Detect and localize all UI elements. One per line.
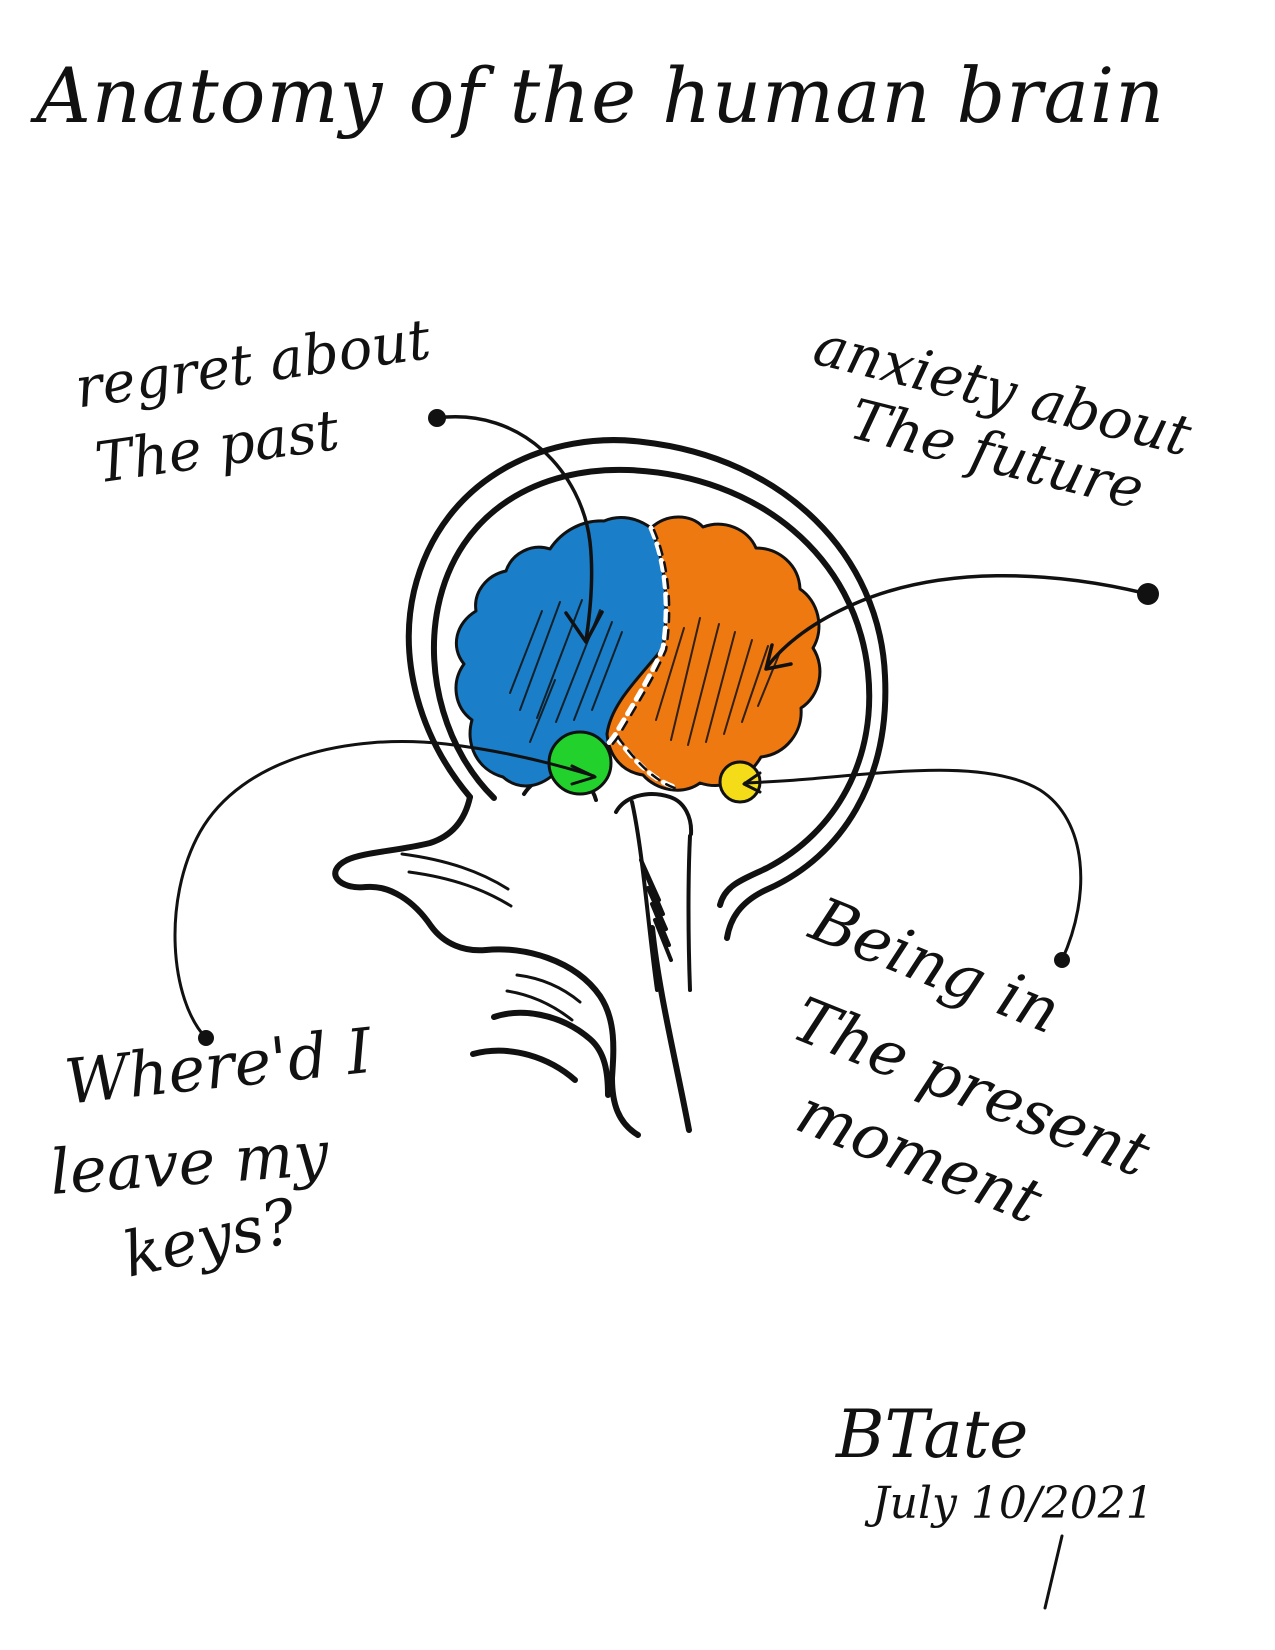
signature-date: July 10/2021 <box>872 1478 1154 1529</box>
arrow-future-dot <box>1137 583 1159 605</box>
arrow-present <box>742 768 1083 962</box>
head-outline <box>332 437 889 1138</box>
arrow-keys-dot <box>198 1030 214 1046</box>
signature-underline <box>1043 1534 1064 1610</box>
arrow-keys <box>173 740 597 1040</box>
arrow-present-dot <box>1054 952 1070 968</box>
signature-name: BTate <box>836 1396 1029 1473</box>
arrow-past-dot <box>428 409 446 427</box>
page-title: Anatomy of the human brain <box>36 51 1166 140</box>
future-region <box>605 515 822 792</box>
skull-inner-ridges <box>400 852 582 1022</box>
arrow-future <box>764 574 1150 671</box>
memory-spot <box>547 730 613 796</box>
hatching <box>509 599 781 746</box>
arrow-past <box>435 415 604 644</box>
